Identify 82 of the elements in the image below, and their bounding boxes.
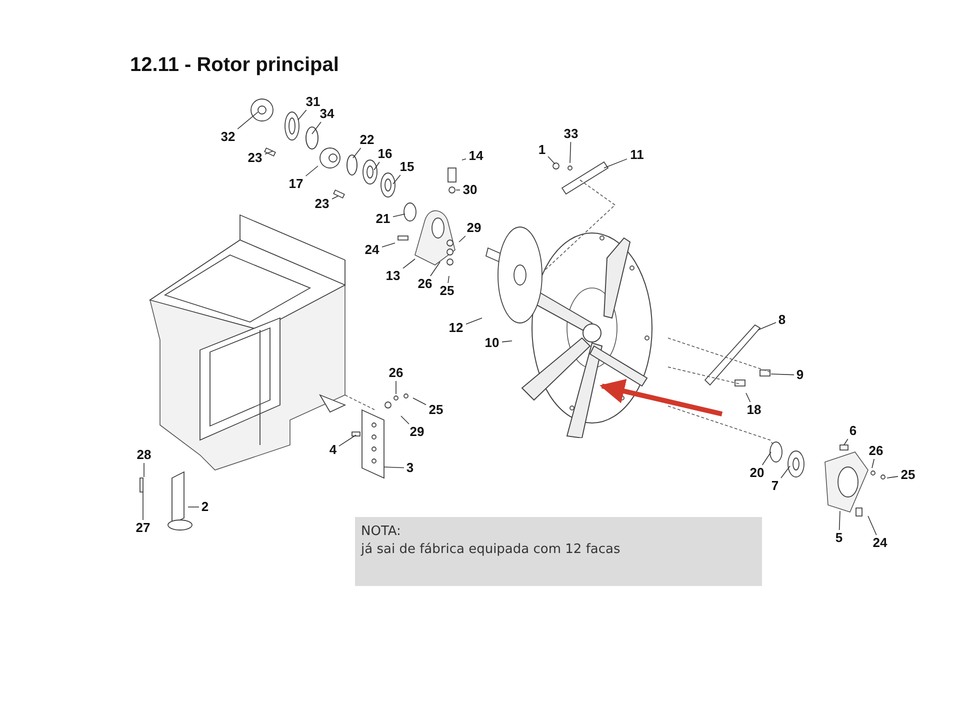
callout-number: 26	[388, 366, 404, 380]
callout-number: 1	[538, 143, 546, 157]
leader-line	[392, 174, 401, 184]
callout-number: 29	[466, 221, 482, 235]
note-box	[355, 517, 762, 586]
leader-line	[392, 214, 406, 218]
callout-number: 3	[406, 461, 414, 475]
callout-number: 9	[796, 368, 804, 382]
callout-number: 22	[360, 133, 374, 147]
callout-number: 13	[386, 269, 400, 283]
leader-line	[868, 516, 877, 536]
leader-line	[312, 122, 322, 134]
page-title: 12.11 - Rotor principal	[130, 54, 339, 77]
leader-line	[374, 162, 380, 170]
leader-line	[570, 142, 572, 164]
callout-number: 28	[136, 448, 152, 462]
callout-number: 5	[835, 531, 843, 545]
callout-number: 25	[900, 468, 916, 482]
leader-line	[886, 476, 898, 478]
leader-line	[746, 392, 751, 402]
callout-number: 30	[462, 183, 478, 197]
callout-number: 7	[771, 479, 779, 493]
leader-line	[548, 156, 556, 164]
leader-line	[448, 276, 450, 284]
callout-number: 8	[778, 313, 786, 327]
callout-number: 26	[868, 444, 884, 458]
callout-number: 21	[376, 212, 390, 226]
callout-number: 6	[849, 424, 857, 438]
callout-number: 18	[746, 403, 762, 417]
callout-number: 20	[750, 466, 764, 480]
leader-line	[758, 322, 776, 330]
leader-line	[762, 452, 772, 466]
leader-line	[844, 438, 848, 446]
leader-line	[430, 262, 440, 276]
callout-number: 25	[428, 403, 444, 417]
leader-line	[466, 318, 482, 325]
callout-number: 31	[306, 95, 320, 109]
note-heading: NOTA:	[361, 523, 402, 541]
callout-number: 15	[400, 160, 414, 174]
leader-line	[352, 148, 362, 158]
callout-number: 27	[136, 521, 150, 535]
leader-line	[382, 242, 396, 248]
leader-line	[412, 398, 426, 406]
leader-line	[237, 112, 258, 130]
callout-number: 24	[872, 536, 888, 550]
leader-line	[604, 158, 628, 168]
leader-line	[264, 150, 274, 155]
callout-number: 10	[484, 336, 500, 350]
leader-line	[305, 166, 318, 176]
callout-number: 29	[410, 425, 424, 439]
leader-line	[338, 434, 356, 446]
callout-number: 23	[248, 151, 262, 165]
callout-number: 25	[440, 284, 454, 298]
leader-line	[142, 492, 144, 520]
pointer-arrow	[600, 378, 723, 416]
leader-line	[332, 196, 338, 200]
callout-number: 11	[630, 148, 644, 162]
leader-line	[502, 340, 512, 342]
callout-number: 4	[329, 443, 337, 457]
leader-line	[780, 466, 790, 478]
leader-line	[838, 510, 840, 530]
leader-line	[400, 416, 410, 424]
leader-line	[384, 466, 404, 468]
callout-number: 34	[320, 107, 334, 121]
leader-line	[770, 374, 794, 376]
callout-number: 32	[220, 130, 236, 144]
callout-number: 17	[288, 177, 304, 191]
callout-number: 12	[448, 321, 464, 335]
leader-line	[872, 458, 875, 468]
callout-number: 24	[364, 243, 380, 257]
callout-number: 26	[418, 277, 432, 291]
note-text: já sai de fábrica equipada com 12 facas	[361, 541, 622, 559]
callout-number: 16	[378, 147, 392, 161]
callout-number: 14	[468, 149, 484, 163]
leader-line	[188, 506, 200, 508]
leader-line	[298, 110, 307, 120]
callout-number: 33	[564, 127, 578, 141]
callout-number: 2	[201, 500, 209, 514]
leader-line	[462, 158, 466, 160]
callout-number: 23	[314, 197, 330, 211]
leader-line	[402, 258, 416, 269]
leader-line	[458, 236, 466, 242]
